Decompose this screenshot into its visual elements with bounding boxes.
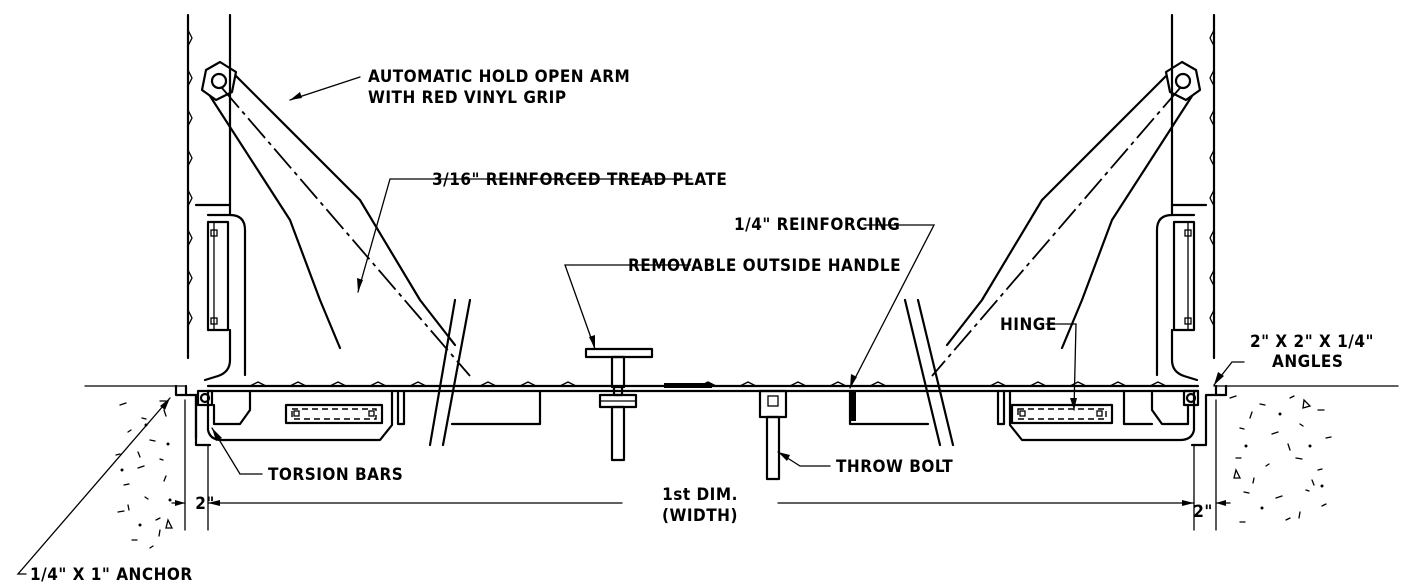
dim-right-offset: 2" xyxy=(1193,502,1213,522)
label-tread-plate: 3/16" REINFORCED TREAD PLATE xyxy=(432,170,727,190)
label-reinforcing: 1/4" REINFORCING xyxy=(734,215,900,235)
label-torsion-bars: TORSION BARS xyxy=(268,465,403,485)
throw-bolt xyxy=(758,389,788,481)
leader-lines xyxy=(16,76,1245,575)
dimension-lines xyxy=(171,399,1231,531)
concrete-hatch-right xyxy=(1229,395,1332,523)
dim-width-line2: (WIDTH) xyxy=(662,506,738,526)
leader-arrowheads xyxy=(160,92,1224,461)
right-hold-open-arm xyxy=(903,60,1202,447)
label-angles-line1: 2" X 2" X 1/4" xyxy=(1250,332,1374,352)
concrete-hatch-left xyxy=(115,400,174,549)
left-hold-open-arm xyxy=(200,60,472,447)
outside-handle xyxy=(584,347,654,462)
label-hold-open-arm-line2: WITH RED VINYL GRIP xyxy=(368,88,567,108)
label-outside-handle: REMOVABLE OUTSIDE HANDLE xyxy=(628,256,901,276)
dim-width-line1: 1st DIM. xyxy=(662,485,738,505)
label-throw-bolt: THROW BOLT xyxy=(836,457,953,477)
dim-left-offset: 2" xyxy=(195,494,215,514)
right-frame-channel xyxy=(848,384,1218,447)
left-door-leaf xyxy=(186,13,247,382)
tread-plate xyxy=(206,381,1200,393)
label-hinge: HINGE xyxy=(1000,315,1057,335)
right-door-leaf xyxy=(1155,13,1216,382)
left-frame-channel xyxy=(184,384,542,447)
label-angles-line2: ANGLES xyxy=(1272,352,1343,372)
label-hold-open-arm-line1: AUTOMATIC HOLD OPEN ARM xyxy=(368,67,630,87)
label-anchor: 1/4" X 1" ANCHOR xyxy=(30,565,193,585)
angles xyxy=(174,384,1228,397)
